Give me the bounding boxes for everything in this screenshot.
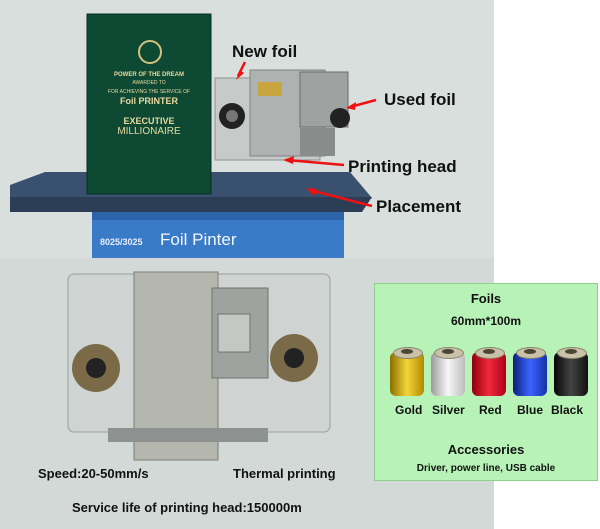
print-head-closeup	[67, 271, 331, 461]
book-line-6: MILLIONAIRE	[117, 126, 181, 137]
accessories-list: Driver, power line, USB cable	[416, 463, 556, 474]
red-label: Red	[479, 403, 502, 417]
new-foil-label: New foil	[232, 42, 298, 61]
foils-panel: Foils 60mm*100m Gold Silver Red Blue Bla…	[374, 283, 598, 481]
gold-foil-roll	[390, 347, 424, 396]
black-foil-roll	[554, 347, 588, 396]
machine-name: Foil Pinter	[160, 230, 237, 249]
printing-head-label: Printing head	[348, 157, 457, 176]
placement-label: Placement	[376, 197, 462, 216]
blue-foil-roll	[513, 347, 547, 396]
gold-label: Gold	[395, 403, 423, 417]
book-line-3: FOR ACHIEVING THE SERVICE OF	[107, 89, 191, 95]
placement-arrow	[309, 188, 373, 208]
foils-size: 60mm*100m	[450, 314, 522, 328]
book-line-1: POWER OF THE DREAM	[114, 72, 184, 78]
machine-model: 8025/3025	[100, 237, 143, 247]
red-foil-roll	[472, 347, 506, 396]
silver-foil-roll	[431, 347, 465, 396]
service-life-spec: Service life of printing head:150000m	[72, 500, 302, 515]
printing-head-arrow	[286, 158, 345, 167]
black-label: Black	[551, 403, 584, 417]
product-photo-top: POWER OF THE DREAM AWARDED TO FOR ACHIEV…	[0, 0, 494, 258]
accessories-title: Accessories	[447, 442, 525, 457]
silver-label: Silver	[432, 403, 465, 417]
book-line-2: AWARDED TO	[132, 80, 166, 86]
blue-label: Blue	[517, 403, 544, 417]
book-line-4: Foil PRINTER	[120, 96, 178, 106]
foil-printer-illustration	[10, 13, 377, 258]
speed-spec: Speed:20-50mm/s	[38, 466, 149, 481]
used-foil-label: Used foil	[384, 90, 456, 109]
green-book	[86, 13, 212, 195]
book-line-5: EXECUTIVE	[123, 116, 175, 126]
award-emblem-icon	[138, 40, 162, 64]
thermal-printing-spec: Thermal printing	[233, 466, 336, 481]
foils-title: Foils	[470, 291, 502, 306]
